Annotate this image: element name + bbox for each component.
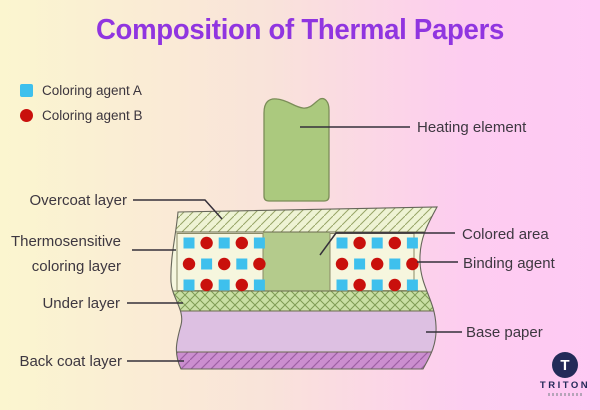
legend-item-coloring-agent-b: Coloring agent B [20, 108, 143, 123]
coloring-agent-a-dot [406, 279, 418, 291]
logo-tagline-decoration [548, 393, 582, 396]
coloring-agent-b-dot [182, 257, 196, 271]
coloring-agent-a-swatch-icon [20, 84, 33, 97]
label-base-paper: Base paper [466, 324, 543, 341]
coloring-agent-b-dot [253, 257, 266, 271]
label-thermosensitive-line1: Thermosensitive [10, 233, 121, 250]
coloring-agent-a-dot [354, 258, 366, 270]
coloring-agent-b-dot [388, 236, 401, 250]
coloring-agent-a-dot [218, 237, 230, 249]
coloring-agent-b-dot [235, 236, 248, 250]
coloring-agent-a-dot [336, 237, 348, 249]
brand-logo: T TRITON [535, 352, 595, 396]
coloring-agent-b-dot [388, 278, 401, 292]
leader-lines [127, 126, 462, 362]
coloring-agent-a-dot [253, 237, 265, 249]
coloring-agent-b-dot [200, 236, 213, 250]
coloring-agent-a-dot [183, 279, 195, 291]
legend-label: Coloring agent B [42, 108, 143, 123]
coloring-agent-a-dot [253, 279, 265, 291]
under-layer-hatch [170, 291, 437, 311]
heating-element-shape [263, 97, 330, 202]
colored-area-region [263, 232, 330, 291]
coloring-agent-a-dot [236, 258, 248, 270]
coloring-agent-a-dot [201, 258, 213, 270]
coloring-agent-a-dot [389, 258, 401, 270]
coloring-agent-b-dot [218, 257, 231, 271]
coloring-agent-a-dot [336, 279, 348, 291]
colored-area-leader-line [319, 232, 455, 256]
coloring-agent-dots [182, 236, 419, 292]
label-binding-agent: Binding agent [463, 255, 555, 272]
label-colored-area: Colored area [462, 226, 549, 243]
coloring-agent-a-dot [371, 279, 383, 291]
overcoat-layer-hatch [170, 207, 437, 233]
coloring-agent-b-dot [200, 278, 213, 292]
coloring-agent-a-dot [183, 237, 195, 249]
coloring-agent-b-dot [335, 257, 349, 271]
layer-separators [170, 231, 437, 353]
coloring-agent-b-dot [371, 257, 384, 271]
label-back-coat-layer: Back coat layer [19, 353, 122, 370]
label-under-layer: Under layer [42, 295, 120, 312]
legend-label: Coloring agent A [42, 83, 142, 98]
triton-logo-icon: T [552, 352, 578, 378]
logo-monogram: T [560, 356, 570, 374]
label-heating-element: Heating element [417, 119, 527, 136]
coloring-agent-a-dot [371, 237, 383, 249]
label-overcoat-layer: Overcoat layer [29, 192, 127, 209]
coloring-agent-b-dot [353, 278, 366, 292]
page-title: Composition of Thermal Papers [95, 14, 505, 46]
coloring-agent-a-dot [406, 237, 418, 249]
base-paper-band [170, 311, 437, 352]
label-thermosensitive-coloring-layer: Thermosensitive coloring layer [0, 229, 121, 279]
label-thermosensitive-line2: coloring layer [31, 258, 121, 275]
coloring-agent-a-dot [218, 279, 230, 291]
legend-item-coloring-agent-a: Coloring agent A [20, 83, 143, 98]
overcoat-leader-line [133, 199, 223, 220]
logo-brand-name: TRITON [539, 380, 591, 391]
back-coat-layer-hatch [170, 352, 437, 369]
legend: Coloring agent A Coloring agent B [20, 83, 143, 134]
coloring-agent-b-dot [235, 278, 248, 292]
coloring-agent-b-dot [406, 257, 419, 271]
coloring-agent-b-dot [353, 236, 366, 250]
coloring-agent-b-swatch-icon [20, 109, 33, 122]
